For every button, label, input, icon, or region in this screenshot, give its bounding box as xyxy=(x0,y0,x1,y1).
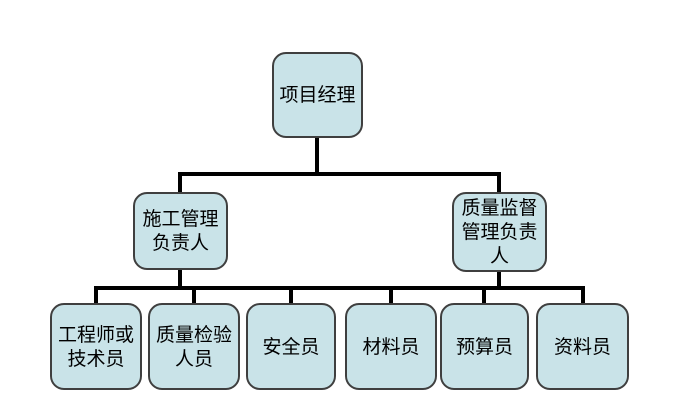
node-label: 安全员 xyxy=(262,335,320,358)
connector-level2-rail xyxy=(178,172,501,176)
node-label: 质量监督 管理负责 人 xyxy=(461,197,538,267)
connector-drop-budget xyxy=(482,286,486,305)
node-label: 项目经理 xyxy=(279,84,356,106)
connector-drop-safety xyxy=(289,286,293,305)
connector-quality-stem xyxy=(497,270,501,290)
connector-drop-engineer xyxy=(94,286,98,305)
node-label: 材料员 xyxy=(362,335,420,358)
node-label: 施工管理 负责人 xyxy=(142,208,219,254)
connector-level3-rail xyxy=(94,286,585,290)
node-engineer-technician: 工程师或 技术员 xyxy=(50,303,142,390)
connector-root-stem xyxy=(315,136,319,176)
connector-drop-document xyxy=(581,286,585,305)
node-document-officer: 资料员 xyxy=(536,303,629,390)
node-budget-officer: 预算员 xyxy=(440,303,529,390)
node-material-officer: 材料员 xyxy=(345,303,437,390)
node-construction-manager: 施工管理 负责人 xyxy=(133,192,228,270)
connector-drop-material xyxy=(389,286,393,305)
connector-construction-stem xyxy=(178,268,182,290)
node-label: 工程师或 技术员 xyxy=(57,323,134,370)
node-project-manager: 项目经理 xyxy=(272,52,363,138)
node-quality-supervision-manager: 质量监督 管理负责 人 xyxy=(452,192,547,272)
node-safety-officer: 安全员 xyxy=(246,303,336,390)
node-label: 资料员 xyxy=(553,335,611,358)
connector-drop-quality xyxy=(497,172,501,194)
node-quality-inspector: 质量检验 人员 xyxy=(148,303,240,390)
connector-drop-construction xyxy=(178,172,182,194)
node-label: 质量检验 人员 xyxy=(155,323,232,370)
connector-drop-inspector xyxy=(192,286,196,305)
node-label: 预算员 xyxy=(455,335,513,358)
